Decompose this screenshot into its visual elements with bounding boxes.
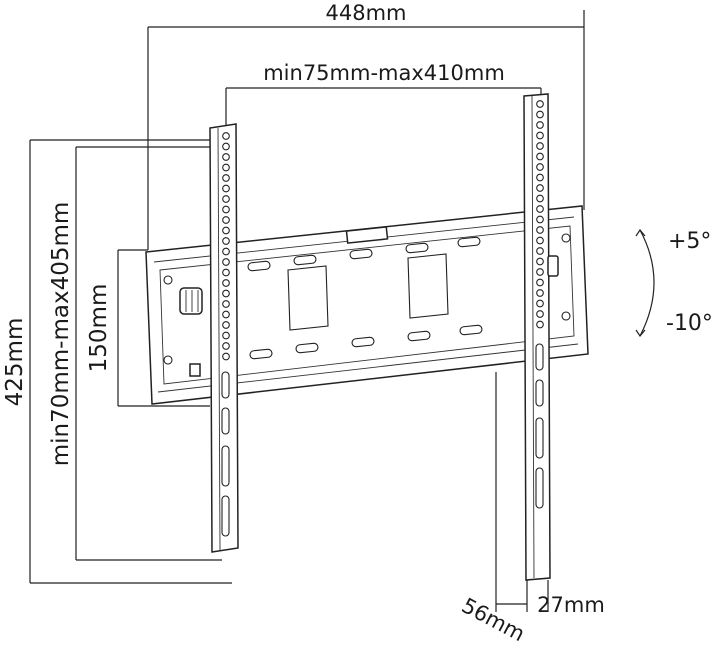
- safety-screw-icon: [189, 363, 201, 377]
- tilt-indicator: [635, 228, 655, 338]
- arm-hole: [536, 142, 544, 150]
- right-arm-knob-icon: [547, 255, 559, 277]
- tilt-arrow-down-icon: [635, 329, 646, 338]
- arm-hole: [222, 310, 230, 319]
- arm-hole: [536, 278, 544, 287]
- arm-hole: [536, 110, 544, 119]
- wall-plate-handle: [345, 226, 389, 244]
- left-vertical-arm: [179, 123, 239, 553]
- arm-hole: [222, 321, 230, 329]
- tilt-lock-knob-icon: [179, 287, 203, 315]
- arm-hole: [536, 236, 544, 245]
- depth-max-label: 56mm: [458, 593, 529, 646]
- left-arm-hole-column: [222, 132, 230, 361]
- arm-hole: [222, 174, 230, 182]
- arm-hole: [536, 215, 544, 224]
- arm-hole: [536, 289, 544, 297]
- arm-hole: [536, 226, 544, 234]
- vesa-horizontal-label: min75mm-max410mm: [263, 61, 505, 85]
- arm-hole: [536, 194, 544, 203]
- arm-hole: [222, 331, 230, 340]
- tilt-up-label: +5°: [668, 229, 711, 254]
- arm-hole: [222, 247, 230, 256]
- arm-hole: [222, 163, 230, 172]
- right-arm-hole-column: [536, 100, 544, 329]
- vesa-vertical-label: min70mm-max405mm: [48, 202, 74, 467]
- overall-height-label: 425mm: [2, 318, 28, 407]
- tilt-arc: [639, 229, 655, 337]
- right-arm-body: [523, 93, 551, 581]
- arm-hole: [222, 216, 230, 224]
- arm-hole: [536, 247, 544, 255]
- arm-hole: [536, 184, 544, 192]
- arm-hole: [222, 289, 230, 298]
- arm-hole: [222, 195, 230, 203]
- arm-hole: [222, 342, 230, 350]
- plate-cutout-left: [287, 265, 329, 331]
- arm-hole: [222, 300, 230, 308]
- tilt-down-label: -10°: [666, 311, 713, 336]
- depth-min-label: 27mm: [537, 593, 605, 617]
- arm-hole: [536, 100, 544, 108]
- arm-hole: [222, 153, 230, 161]
- arm-hole: [222, 226, 230, 235]
- dimension-lines: [29, 10, 585, 612]
- wall-plate-height-label: 150mm: [86, 284, 112, 373]
- arm-hole: [222, 184, 230, 193]
- arm-hole: [536, 205, 544, 213]
- arm-hole: [222, 205, 230, 214]
- arm-hole: [222, 268, 230, 277]
- arm-hole: [536, 320, 544, 329]
- arm-hole: [536, 299, 544, 308]
- arm-hole: [222, 237, 230, 245]
- right-vertical-arm: [523, 93, 559, 581]
- arm-hole: [222, 132, 230, 140]
- arm-hole: [536, 173, 544, 182]
- overall-width-label: 448mm: [326, 1, 407, 25]
- arm-hole: [222, 142, 230, 151]
- tilt-arrow-up-icon: [635, 228, 646, 237]
- arm-hole: [536, 131, 544, 140]
- arm-hole: [536, 310, 544, 318]
- arm-hole: [536, 257, 544, 266]
- arm-hole: [222, 352, 230, 361]
- arm-hole: [536, 121, 544, 129]
- arm-hole: [222, 279, 230, 287]
- arm-hole: [536, 152, 544, 161]
- arm-hole: [536, 268, 544, 276]
- arm-hole: [222, 258, 230, 266]
- arm-hole: [536, 163, 544, 171]
- plate-cutout-right: [407, 253, 449, 319]
